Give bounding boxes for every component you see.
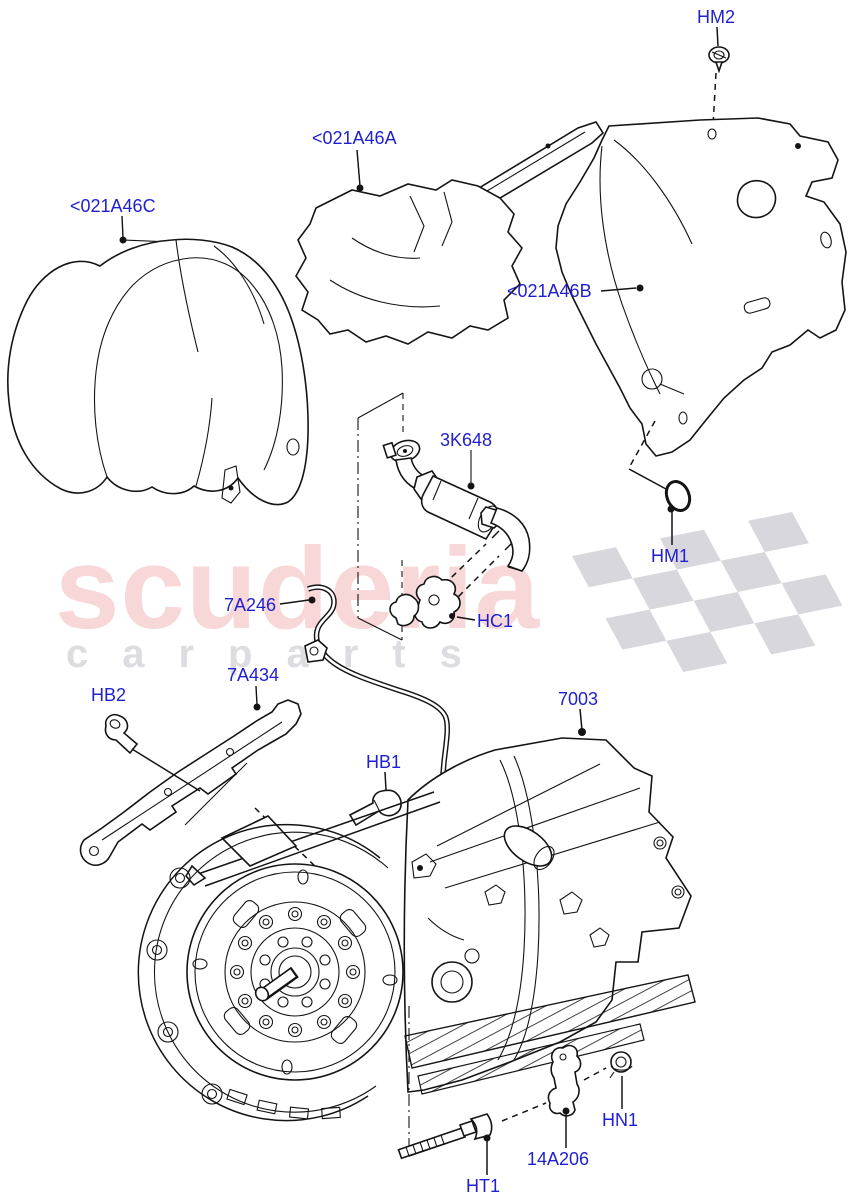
heat-shield-part [555, 117, 847, 457]
callout-7a434[interactable]: 7A434 [227, 665, 280, 685]
stud-icon-ht1 [397, 1006, 493, 1175]
callout-7a246[interactable]: 7A246 [224, 595, 277, 615]
bolt-icon-hb2 [104, 713, 201, 792]
callout-021a46a[interactable]: <021A46A [312, 128, 397, 148]
watermark-subtext: carparts [66, 632, 496, 676]
callout-hc1[interactable]: HC1 [477, 611, 514, 631]
vent-tube-part [304, 584, 450, 869]
phantom-plane [357, 392, 404, 641]
callout-hm1[interactable]: HM1 [651, 546, 690, 566]
callout-7003[interactable]: 7003 [558, 689, 599, 709]
transmission-assembly-part [137, 708, 696, 1122]
transmission-cover-part [7, 236, 309, 506]
bolt-icon-hb1 [348, 771, 402, 827]
callout-021a46b[interactable]: <021A46B [507, 281, 592, 301]
insulator-upper-part [295, 121, 605, 345]
callout-ht1[interactable]: HT1 [466, 1176, 501, 1196]
callout-3k648[interactable]: 3K648 [440, 430, 493, 450]
callout-021a46c[interactable]: <021A46C [70, 196, 156, 216]
clip-icon [389, 530, 513, 629]
callout-hb2[interactable]: HB2 [91, 685, 127, 705]
callout-hb1[interactable]: HB1 [366, 752, 402, 772]
bracket-icon-14a206 [501, 1044, 582, 1148]
callout-14a206[interactable]: 14A206 [527, 1149, 590, 1169]
callout-hn1[interactable]: HN1 [602, 1110, 639, 1130]
screw-icon [708, 26, 730, 127]
breather-tube-part [382, 439, 531, 572]
watermark-brand: scuderia [55, 523, 541, 653]
nut-icon-hn1 [583, 1051, 633, 1109]
checkered-flag-watermark [572, 511, 843, 672]
grommet-icon [628, 420, 692, 545]
callout-hm2[interactable]: HM2 [697, 7, 736, 27]
